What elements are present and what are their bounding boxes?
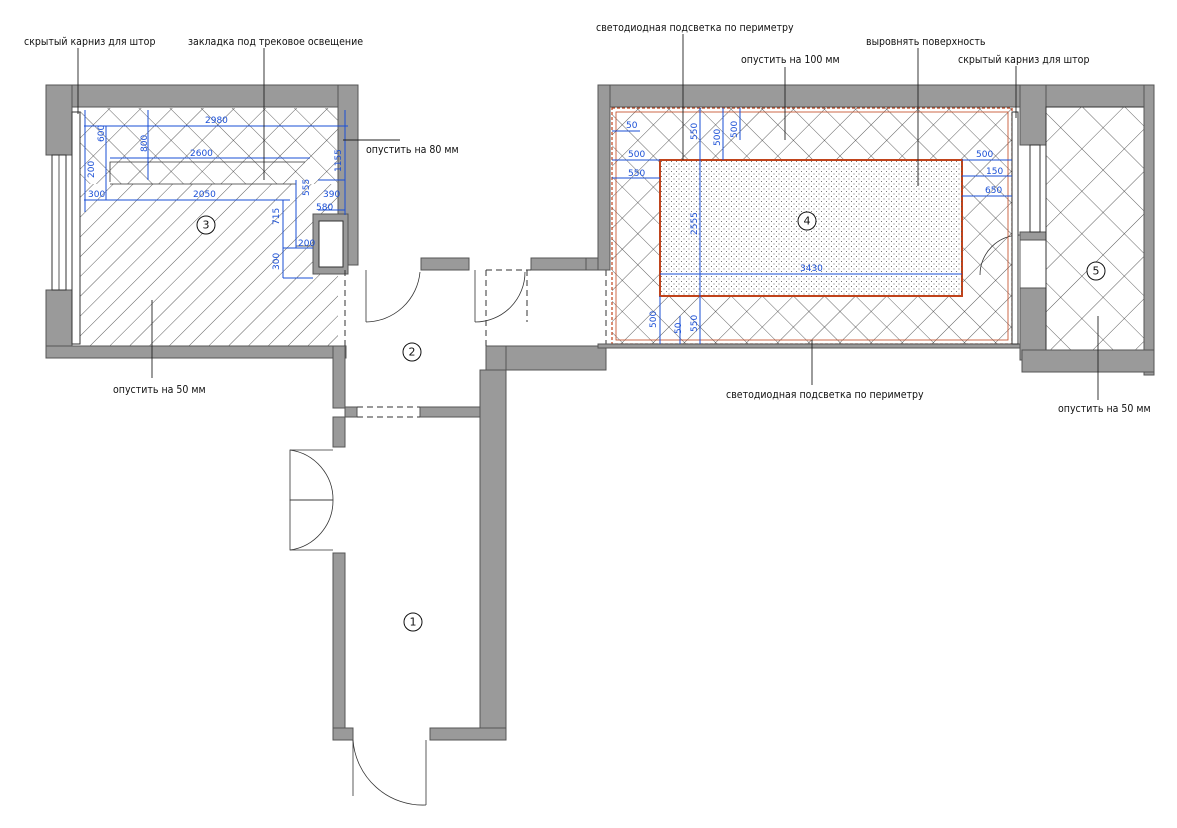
curtain-rail-right bbox=[1011, 111, 1019, 345]
dimensions-left: 2980 2600 2050 300 600 800 200 1155 555 … bbox=[84, 110, 348, 279]
dim-500a: 500 bbox=[628, 150, 645, 160]
dim-2050: 2050 bbox=[193, 190, 216, 200]
dim-550b: 550 bbox=[690, 123, 700, 140]
dim-2600: 2600 bbox=[190, 149, 213, 159]
room-1-number: 1 bbox=[410, 616, 417, 629]
dimensions-right: 50 500 550 550 500 500 2555 3430 500 150… bbox=[612, 108, 1012, 344]
note-lower-80: опустить на 80 мм bbox=[366, 144, 459, 156]
dim-580: 580 bbox=[316, 203, 333, 213]
dim-200b: 200 bbox=[298, 239, 315, 249]
dim-150: 150 bbox=[986, 167, 1003, 177]
dim-500b: 500 bbox=[713, 129, 723, 146]
note-lower-100: опустить на 100 мм bbox=[741, 54, 840, 66]
dim-500e: 500 bbox=[649, 311, 659, 328]
note-lower-50-left: опустить на 50 мм bbox=[113, 384, 206, 396]
leader-lines bbox=[77, 34, 1099, 400]
room-3 bbox=[80, 108, 338, 346]
note-led-bottom: светодиодная подсветка по периметру bbox=[726, 389, 924, 401]
dim-2555: 2555 bbox=[690, 212, 700, 235]
dim-50a: 50 bbox=[626, 121, 638, 131]
dim-650: 650 bbox=[985, 186, 1002, 196]
dim-2980: 2980 bbox=[205, 116, 228, 126]
dim-715: 715 bbox=[272, 208, 282, 225]
dim-1155: 1155 bbox=[334, 149, 344, 172]
walls-left-room bbox=[45, 84, 359, 359]
walls-right-room bbox=[597, 84, 1155, 376]
room-4 bbox=[611, 107, 1013, 345]
note-curtain-left: скрытый карниз для штор bbox=[24, 36, 155, 48]
room-4-number: 4 bbox=[804, 215, 811, 228]
curtain-rail-left bbox=[71, 111, 81, 345]
dim-200a: 200 bbox=[87, 161, 97, 178]
room-5-ceiling-hatch bbox=[1046, 107, 1144, 351]
dim-390: 390 bbox=[323, 190, 340, 200]
note-track-light: закладка под трековое освещение bbox=[188, 36, 363, 48]
room-3-number: 3 bbox=[203, 219, 210, 232]
dim-50b: 50 bbox=[674, 322, 684, 334]
dim-600: 600 bbox=[97, 125, 107, 142]
dim-550a: 550 bbox=[628, 169, 645, 179]
walls-corridor bbox=[332, 257, 607, 741]
room-2-number: 2 bbox=[409, 346, 416, 359]
note-level-surface: выровнять поверхность bbox=[866, 36, 986, 48]
dim-500d: 500 bbox=[976, 150, 993, 160]
room-3-track-line bbox=[109, 161, 305, 182]
dim-500c: 500 bbox=[730, 121, 740, 138]
note-curtain-right: скрытый карниз для штор bbox=[958, 54, 1089, 66]
dim-300b: 300 bbox=[272, 253, 282, 270]
dim-550c: 550 bbox=[690, 315, 700, 332]
dim-555: 555 bbox=[302, 179, 312, 196]
dim-3430: 3430 bbox=[800, 264, 823, 274]
dim-800: 800 bbox=[140, 135, 150, 152]
room-3-lowered-zone-hatch bbox=[80, 108, 338, 184]
note-led-top: светодиодная подсветка по периметру bbox=[596, 22, 794, 34]
annotations: скрытый карниз для штор закладка под тре… bbox=[24, 22, 1151, 415]
room-labels: 1 2 3 4 5 bbox=[196, 211, 1106, 632]
note-lower-50-right: опустить на 50 мм bbox=[1058, 403, 1151, 415]
dim-300a: 300 bbox=[88, 190, 105, 200]
room-5-number: 5 bbox=[1093, 265, 1100, 278]
